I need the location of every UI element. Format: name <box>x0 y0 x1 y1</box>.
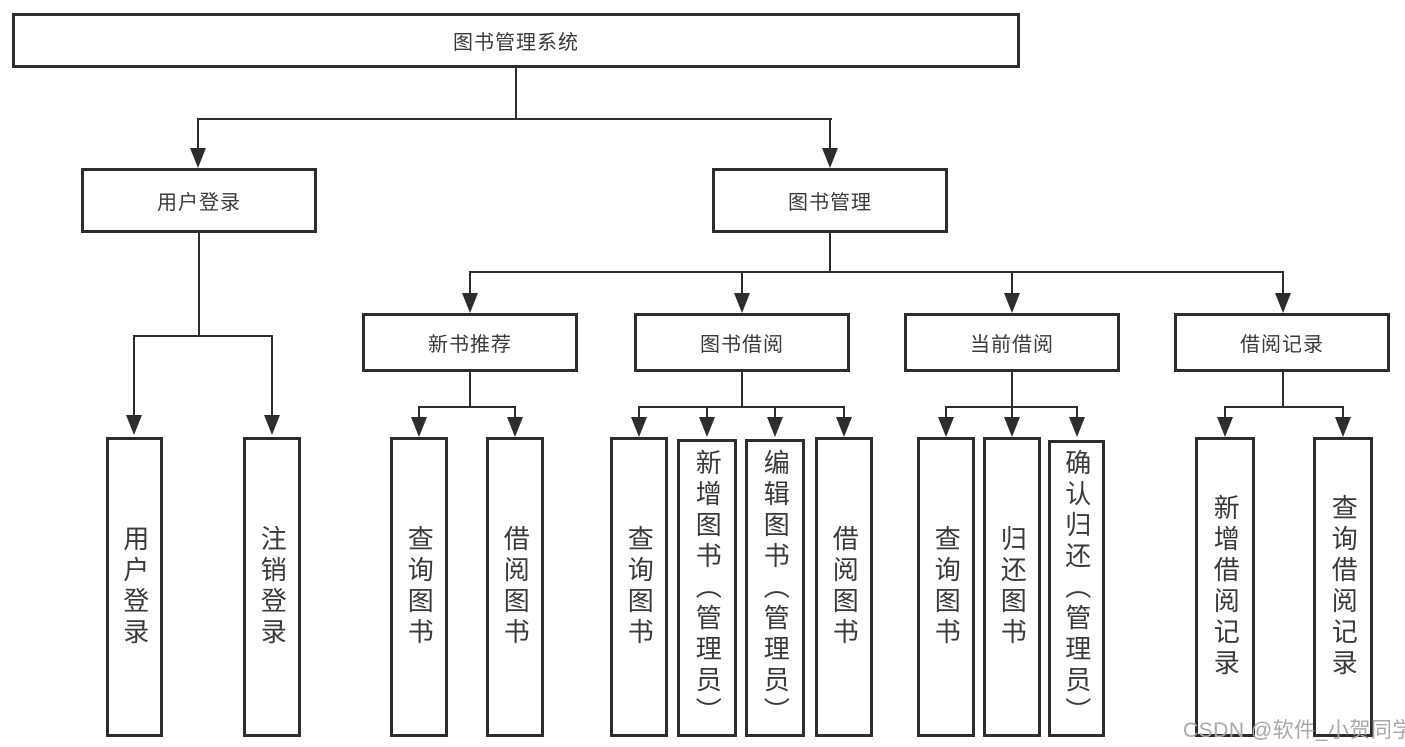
connector-new-book-rec-stem <box>469 372 471 408</box>
leaf-records-add-record: 新增借阅记录 <box>1195 437 1255 737</box>
arrowhead-to-cb-query <box>938 417 954 437</box>
node-current-borrowing: 当前借阅 <box>904 313 1120 372</box>
arrowhead-to-user-login <box>190 148 206 168</box>
connector-to-leaf-user-login-shaft <box>133 335 135 419</box>
connector-book-borrowing-stem <box>741 372 743 408</box>
leaf-newbook-query-books-label: 查询图书 <box>404 525 435 649</box>
connector-book-management-hline <box>470 271 1284 273</box>
leaf-borrow-edit-books-admin: 编辑图书（管理员） <box>745 439 805 737</box>
connector-to-leaf-logout-shaft <box>271 335 273 419</box>
leaf-records-add-record-label: 新增借阅记录 <box>1210 494 1241 680</box>
leaf-borrow-borrow-books-label: 借阅图书 <box>829 525 860 649</box>
arrowhead-to-bb-query <box>631 417 647 437</box>
leaf-newbook-borrow-books: 借阅图书 <box>486 437 544 737</box>
connector-to-br-query-shaft <box>1342 406 1344 419</box>
connector-to-bb-query-shaft <box>638 406 640 419</box>
leaf-records-query-record-label: 查询借阅记录 <box>1328 494 1359 680</box>
connector-to-br-add-shaft <box>1224 406 1226 419</box>
node-borrowing-records: 借阅记录 <box>1174 313 1390 372</box>
arrowhead-to-nb-borrow <box>507 417 523 437</box>
leaf-borrow-query-books-label: 查询图书 <box>624 525 655 649</box>
leaf-borrow-borrow-books: 借阅图书 <box>815 437 873 737</box>
leaf-borrow-add-books-admin: 新增图书（管理员） <box>677 439 737 737</box>
leaf-records-query-record: 查询借阅记录 <box>1313 437 1373 737</box>
connector-root-stem <box>515 68 517 120</box>
node-book-management-label: 图书管理 <box>788 192 872 214</box>
arrowhead-to-bb-borrow <box>836 417 852 437</box>
connector-to-book-borrowing-shaft <box>741 271 743 295</box>
connector-new-book-rec-hline <box>419 406 516 408</box>
arrowhead-to-current-borrowing <box>1004 293 1020 313</box>
connector-root-hline <box>197 118 832 120</box>
node-current-borrowing-label: 当前借阅 <box>970 334 1054 356</box>
leaf-current-return-books-label: 归还图书 <box>997 525 1028 649</box>
arrowhead-to-br-add <box>1217 417 1233 437</box>
node-book-management: 图书管理 <box>712 168 948 233</box>
leaf-user-login: 用户登录 <box>106 437 163 737</box>
arrowhead-to-book-borrowing <box>734 293 750 313</box>
node-book-borrowing: 图书借阅 <box>634 313 850 372</box>
connector-to-bb-borrow-shaft <box>843 406 845 419</box>
leaf-newbook-query-books: 查询图书 <box>390 437 448 737</box>
connector-to-nb-query-shaft <box>418 406 420 419</box>
node-borrowing-records-label: 借阅记录 <box>1240 334 1324 356</box>
node-root-label: 图书管理系统 <box>453 32 579 54</box>
connector-to-bb-add-shaft <box>706 406 708 419</box>
leaf-logout: 注销登录 <box>243 437 301 737</box>
leaf-current-confirm-return-admin: 确认归还（管理员） <box>1048 440 1105 737</box>
connector-to-new-book-rec-shaft <box>469 271 471 295</box>
arrowhead-to-cb-confirm <box>1069 417 1085 437</box>
connector-to-borrowing-records-shaft <box>1282 271 1284 295</box>
connector-book-management-stem <box>829 233 831 273</box>
arrowhead-to-leaf-user-login <box>126 415 142 435</box>
arrowhead-to-br-query <box>1335 417 1351 437</box>
connector-to-cb-query-shaft <box>945 406 947 419</box>
leaf-user-login-label: 用户登录 <box>119 525 150 649</box>
leaf-borrow-add-books-admin-label: 新增图书（管理员） <box>692 448 723 728</box>
leaf-current-return-books: 归还图书 <box>983 437 1041 737</box>
node-user-login: 用户登录 <box>81 168 317 233</box>
leaf-newbook-borrow-books-label: 借阅图书 <box>500 525 531 649</box>
connector-borrowing-records-hline <box>1225 406 1343 408</box>
leaf-current-query-books: 查询图书 <box>917 437 975 737</box>
arrowhead-to-bb-edit <box>767 417 783 437</box>
connector-user-login-stem <box>198 233 200 337</box>
connector-to-cb-confirm-shaft <box>1076 406 1078 419</box>
connector-root-to-user-login-shaft <box>197 118 199 152</box>
connector-to-nb-borrow-shaft <box>514 406 516 419</box>
arrowhead-to-new-book-rec <box>462 293 478 313</box>
leaf-borrow-query-books: 查询图书 <box>610 437 668 737</box>
arrowhead-to-book-management <box>822 148 838 168</box>
connector-root-to-book-management-shaft <box>829 118 831 152</box>
connector-to-cb-return-shaft <box>1011 406 1013 419</box>
arrowhead-to-bb-add <box>699 417 715 437</box>
node-new-book-recommendation: 新书推荐 <box>362 313 578 372</box>
arrowhead-to-nb-query <box>411 417 427 437</box>
connector-borrowing-records-stem <box>1282 372 1284 408</box>
leaf-current-query-books-label: 查询图书 <box>931 525 962 649</box>
arrowhead-to-leaf-logout <box>264 415 280 435</box>
node-user-login-label: 用户登录 <box>157 192 241 214</box>
connector-current-borrowing-stem <box>1011 372 1013 408</box>
csdn-watermark: CSDN @软件_小贺同学 <box>1183 719 1405 742</box>
arrowhead-to-cb-return <box>1004 417 1020 437</box>
node-new-book-recommendation-label: 新书推荐 <box>428 334 512 356</box>
leaf-current-confirm-return-admin-label: 确认归还（管理员） <box>1061 449 1092 728</box>
leaf-borrow-edit-books-admin-label: 编辑图书（管理员） <box>760 448 791 728</box>
connector-to-bb-edit-shaft <box>774 406 776 419</box>
node-book-borrowing-label: 图书借阅 <box>700 334 784 356</box>
connector-user-login-hline <box>134 335 273 337</box>
arrowhead-to-borrowing-records <box>1275 293 1291 313</box>
node-root: 图书管理系统 <box>12 13 1020 68</box>
leaf-logout-label: 注销登录 <box>257 525 288 649</box>
connector-to-current-borrowing-shaft <box>1011 271 1013 295</box>
connector-book-borrowing-hline <box>639 406 844 408</box>
